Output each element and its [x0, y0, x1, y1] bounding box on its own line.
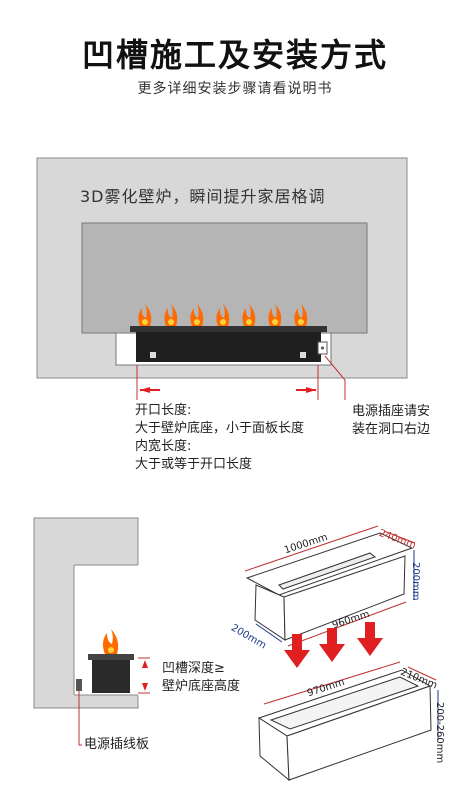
opening-length-label: 开口长度: — [135, 403, 192, 418]
wall-caption: 3D雾化壁炉，瞬间提升家居格调 — [80, 187, 326, 206]
opening-length-detail: 大于壁炉底座，小于面板长度 — [135, 421, 305, 436]
depth-note-line2: 壁炉底座高度 — [162, 679, 241, 694]
recess-opening — [81, 222, 368, 334]
power-strip-icon — [76, 679, 82, 691]
socket-note-line1: 电源插座请安 — [352, 404, 431, 419]
flames — [138, 304, 308, 326]
page-title: 凹槽施工及安装方式 — [81, 36, 388, 74]
unit-3d-drawing — [245, 532, 414, 641]
fireplace-unit — [136, 328, 321, 362]
depth-note-line1: 凹槽深度≥ — [162, 661, 225, 676]
side-fireplace-unit — [92, 655, 130, 693]
recess-depth: 200-260mm — [434, 702, 445, 764]
socket-note-line2: 装在洞口右边 — [352, 422, 431, 437]
dim-height: 200mm — [410, 562, 421, 601]
power-strip-label: 电源插线板 — [84, 737, 150, 752]
inner-width-label: 内宽长度: — [135, 439, 192, 454]
page-subtitle: 更多详细安装步骤请看说明书 — [137, 81, 333, 97]
inner-width-detail: 大于或等于开口长度 — [135, 457, 253, 472]
down-arrows — [284, 622, 383, 668]
recess-3d-drawing — [257, 669, 432, 782]
